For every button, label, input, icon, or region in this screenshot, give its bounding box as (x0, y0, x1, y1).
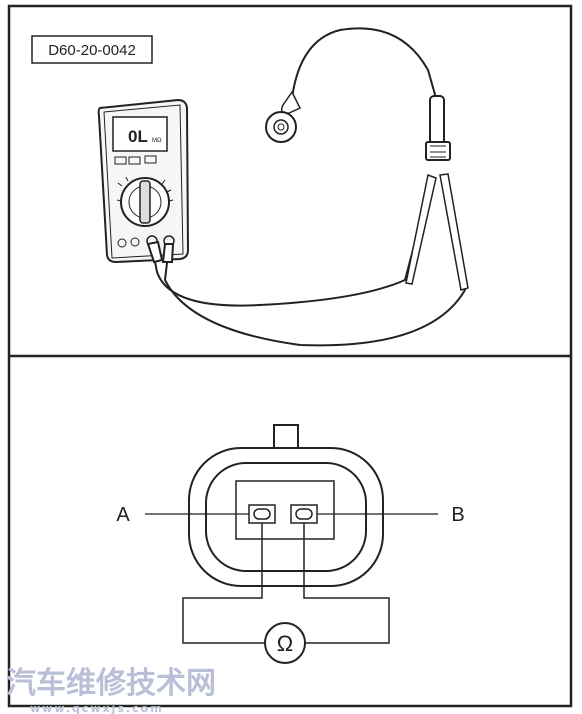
meter-button (128, 156, 141, 165)
sensor (265, 27, 451, 161)
jack (130, 237, 140, 247)
connector-inner-shell (205, 462, 367, 572)
figure-id-box: D60-20-0042 (31, 35, 153, 64)
terminal-b-label: B (451, 504, 464, 526)
ohmmeter-symbol (264, 622, 306, 664)
figure-id-text: D60-20-0042 (48, 42, 136, 59)
measurement-circuit (182, 523, 390, 644)
sensor-body (265, 111, 297, 143)
terminal-a (248, 504, 276, 524)
multimeter: 0L MΩ (97, 98, 190, 264)
terminal-b (290, 504, 318, 524)
meter-button (114, 156, 127, 165)
meter-button (144, 155, 157, 164)
connector (145, 424, 438, 587)
jack (117, 238, 127, 248)
sensor-connector-boot (429, 95, 445, 145)
terminal-a-label: A (116, 504, 130, 526)
dial-markings (116, 176, 174, 202)
connector-outer-shell (188, 447, 384, 587)
connector-latch (273, 424, 299, 451)
test-leads (146, 173, 469, 347)
display-reading: 0L (128, 127, 148, 146)
watermark-site-name: 汽车维修技术网 (6, 666, 216, 701)
watermark-url: www.qcwxjs.com (30, 702, 164, 714)
multimeter-display (112, 116, 168, 152)
display-unit: MΩ (152, 138, 162, 144)
ohm-symbol: Ω (277, 631, 293, 656)
dial-knob (139, 180, 151, 224)
terminal-cavity (235, 480, 335, 540)
